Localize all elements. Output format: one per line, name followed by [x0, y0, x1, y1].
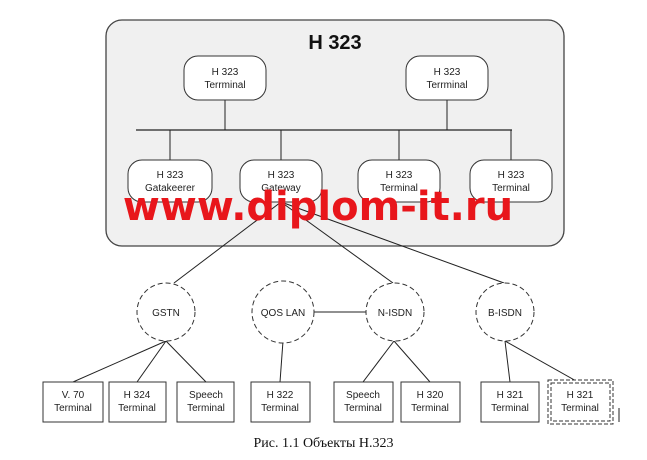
node-label: H 323: [434, 67, 461, 78]
node-label: Terminal: [492, 183, 530, 194]
node-label: Terminal: [187, 403, 225, 414]
link-network-terminal: [504, 340, 579, 383]
figure-caption: Рис. 1.1 Объекты Н.323: [253, 436, 394, 451]
gatekeeper-node: [127, 159, 213, 203]
end-terminal-box: [42, 381, 104, 423]
node-label: H 320: [417, 390, 444, 401]
node-label: V. 70: [62, 390, 85, 401]
node-label: H 321: [497, 390, 524, 401]
watermark: www.diplom-it.ru: [123, 184, 513, 230]
node-label: Terminal: [380, 183, 418, 194]
link-network-terminal: [279, 340, 284, 383]
node-label: H 323: [157, 170, 184, 181]
link-network-terminal: [504, 340, 511, 383]
network-b-isdn: [475, 282, 535, 342]
network-label: QOS LAN: [261, 308, 305, 319]
link-gateway-bisdn: [280, 201, 505, 284]
node-label: Gatakeerer: [145, 183, 196, 194]
top-terminal-node: [183, 55, 267, 101]
node-label: Speech: [189, 390, 223, 401]
node-label: H 321: [567, 390, 594, 401]
network-label: N-ISDN: [378, 308, 412, 319]
end-terminal-box: [480, 381, 540, 423]
terminal-node: [357, 159, 441, 203]
end-terminal-box: [250, 381, 311, 423]
node-label: H 322: [267, 390, 294, 401]
node-label: Terminal: [54, 403, 92, 414]
node-label: Terminal: [261, 403, 299, 414]
node-label: H 324: [124, 390, 151, 401]
end-terminal-box: [333, 381, 394, 423]
end-terminal-box: [400, 381, 461, 423]
link-network-terminal: [362, 340, 395, 383]
node-label: Terrminal: [426, 80, 467, 91]
terminal-node: [469, 159, 553, 203]
node-label: H 323: [212, 67, 239, 78]
network-gstn: [136, 282, 196, 342]
zone-title: H 323: [308, 32, 361, 54]
network-label: GSTN: [152, 308, 180, 319]
node-label: Terminal: [118, 403, 156, 414]
network-n-isdn: [365, 282, 425, 342]
node-label: Terminal: [344, 403, 382, 414]
end-terminal-box: [108, 381, 167, 423]
link-network-terminal: [393, 340, 431, 383]
node-label: Terminal: [491, 403, 529, 414]
node-label: Gateway: [261, 183, 300, 194]
link-gateway-gstn: [173, 201, 282, 284]
node-label: H 323: [268, 170, 295, 181]
node-label: Terminal: [561, 403, 599, 414]
link-network-terminal: [165, 340, 207, 383]
end-terminal-box: [176, 381, 235, 423]
end-terminal-box: [550, 382, 611, 422]
node-label: Terrminal: [204, 80, 245, 91]
node-label: H 323: [386, 170, 413, 181]
network-label: B-ISDN: [488, 308, 522, 319]
network-qos-lan: [251, 280, 315, 344]
node-label: Speech: [346, 390, 380, 401]
link-network-terminal: [72, 340, 167, 383]
node-label: Terminal: [411, 403, 449, 414]
top-terminal-node: [405, 55, 489, 101]
link-gateway-nisdn: [280, 201, 394, 284]
link-network-terminal: [136, 340, 167, 383]
node-label: H 323: [498, 170, 525, 181]
